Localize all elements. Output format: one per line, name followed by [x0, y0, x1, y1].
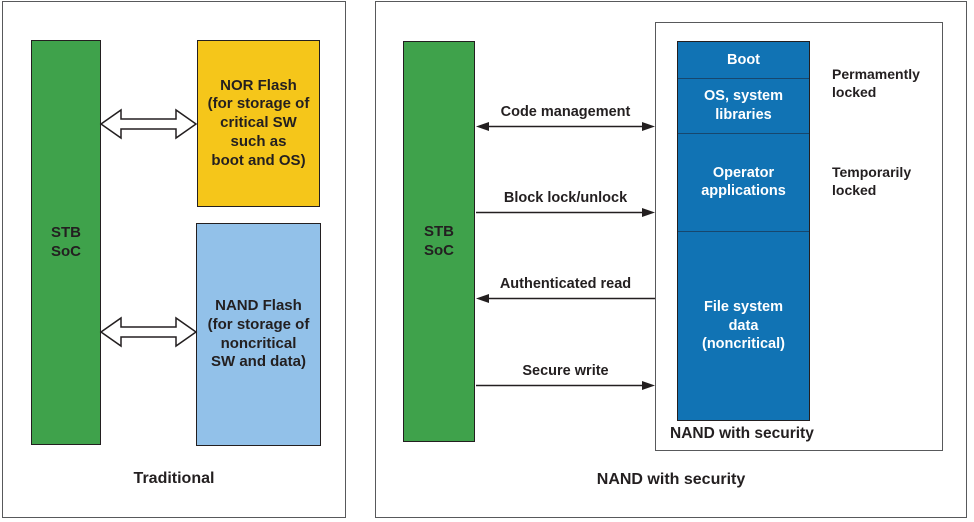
authenticated-read-label: Authenticated read: [499, 276, 632, 292]
arrowhead-right-icon: [642, 208, 655, 217]
os-libraries-label: OS, system libraries: [704, 88, 783, 123]
operator-apps-label: Operator applications: [701, 164, 786, 200]
arrowhead-right-icon: [642, 122, 655, 131]
nand-memory-stack: Boot OS, system libraries Operator appli…: [677, 41, 810, 421]
arrowhead-left-icon: [476, 122, 489, 131]
stb-soc-box-traditional: STB SoC: [31, 40, 101, 445]
nand-section-operator-apps: Operator applications: [678, 132, 809, 231]
block-lock-unlock-label: Block lock/unlock: [503, 190, 628, 206]
stb-soc-label: STB SoC: [51, 223, 81, 260]
traditional-panel: STB SoC NOR Flash (for storage of critic…: [2, 1, 346, 518]
nand-flash-box: NAND Flash (for storage of noncritical S…: [196, 223, 321, 446]
double-arrow-bottom-icon: [99, 316, 198, 348]
stb-soc-box-secure: STB SoC: [403, 41, 475, 442]
secure-write-label: Secure write: [522, 363, 609, 379]
permanently-locked-label: Permamently locked: [832, 66, 920, 100]
double-arrow-top-icon: [99, 108, 198, 140]
arrowhead-right-icon: [642, 381, 655, 390]
nand-section-file-system: File system data (noncritical): [678, 231, 809, 420]
nand-security-panel: STB SoC Code management Block lock/unloc…: [375, 1, 967, 518]
stb-soc-label: STB SoC: [424, 222, 454, 259]
traditional-caption: Traditional: [133, 470, 215, 487]
nand-security-caption: NAND with security: [596, 471, 746, 488]
nor-flash-box: NOR Flash (for storage of critical SW su…: [197, 40, 320, 207]
nor-flash-label: NOR Flash (for storage of critical SW su…: [207, 76, 310, 169]
temporarily-locked-label: Temporarily locked: [832, 164, 912, 198]
nand-box-inner-label: NAND with security: [670, 425, 814, 442]
boot-label: Boot: [726, 51, 760, 68]
code-management-label: Code management: [500, 104, 631, 120]
arrowhead-left-icon: [476, 294, 489, 303]
nand-with-security-box: Boot OS, system libraries Operator appli…: [655, 22, 943, 451]
nand-section-os: OS, system libraries: [678, 77, 809, 133]
file-system-label: File system data (noncritical): [702, 299, 785, 353]
nand-flash-label: NAND Flash (for storage of noncritical S…: [207, 297, 310, 371]
nand-section-boot: Boot: [678, 42, 809, 78]
